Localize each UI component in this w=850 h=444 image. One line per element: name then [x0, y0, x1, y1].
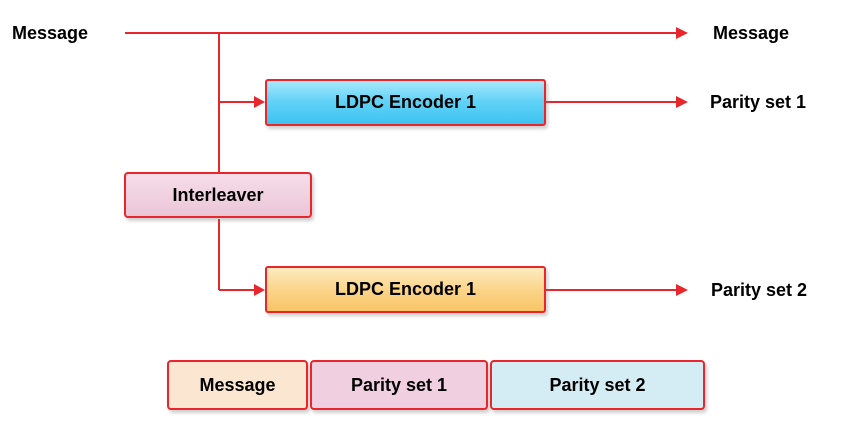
- codeword-segment-message: Message: [167, 360, 308, 410]
- parity-set-1-label: Parity set 1: [710, 92, 807, 112]
- arrow-parity-1-out: [676, 96, 688, 108]
- arrow-encoder-bottom-in: [254, 284, 265, 296]
- codeword-segment-parity-1: Parity set 1: [310, 360, 488, 410]
- arrow-encoder-top-in: [254, 96, 265, 108]
- parity-set-2-label: Parity set 2: [711, 280, 808, 300]
- message-input-label: Message: [12, 23, 89, 43]
- message-output-label: Message: [713, 23, 790, 43]
- ldpc-encoder-bottom-block: LDPC Encoder 1: [265, 266, 546, 313]
- arrow-parity-2-out: [676, 284, 688, 296]
- arrow-message-out: [676, 27, 688, 39]
- interleaver-block: Interleaver: [124, 172, 312, 218]
- codeword-segment-parity-2: Parity set 2: [490, 360, 705, 410]
- ldpc-encoder-top-block: LDPC Encoder 1: [265, 79, 546, 126]
